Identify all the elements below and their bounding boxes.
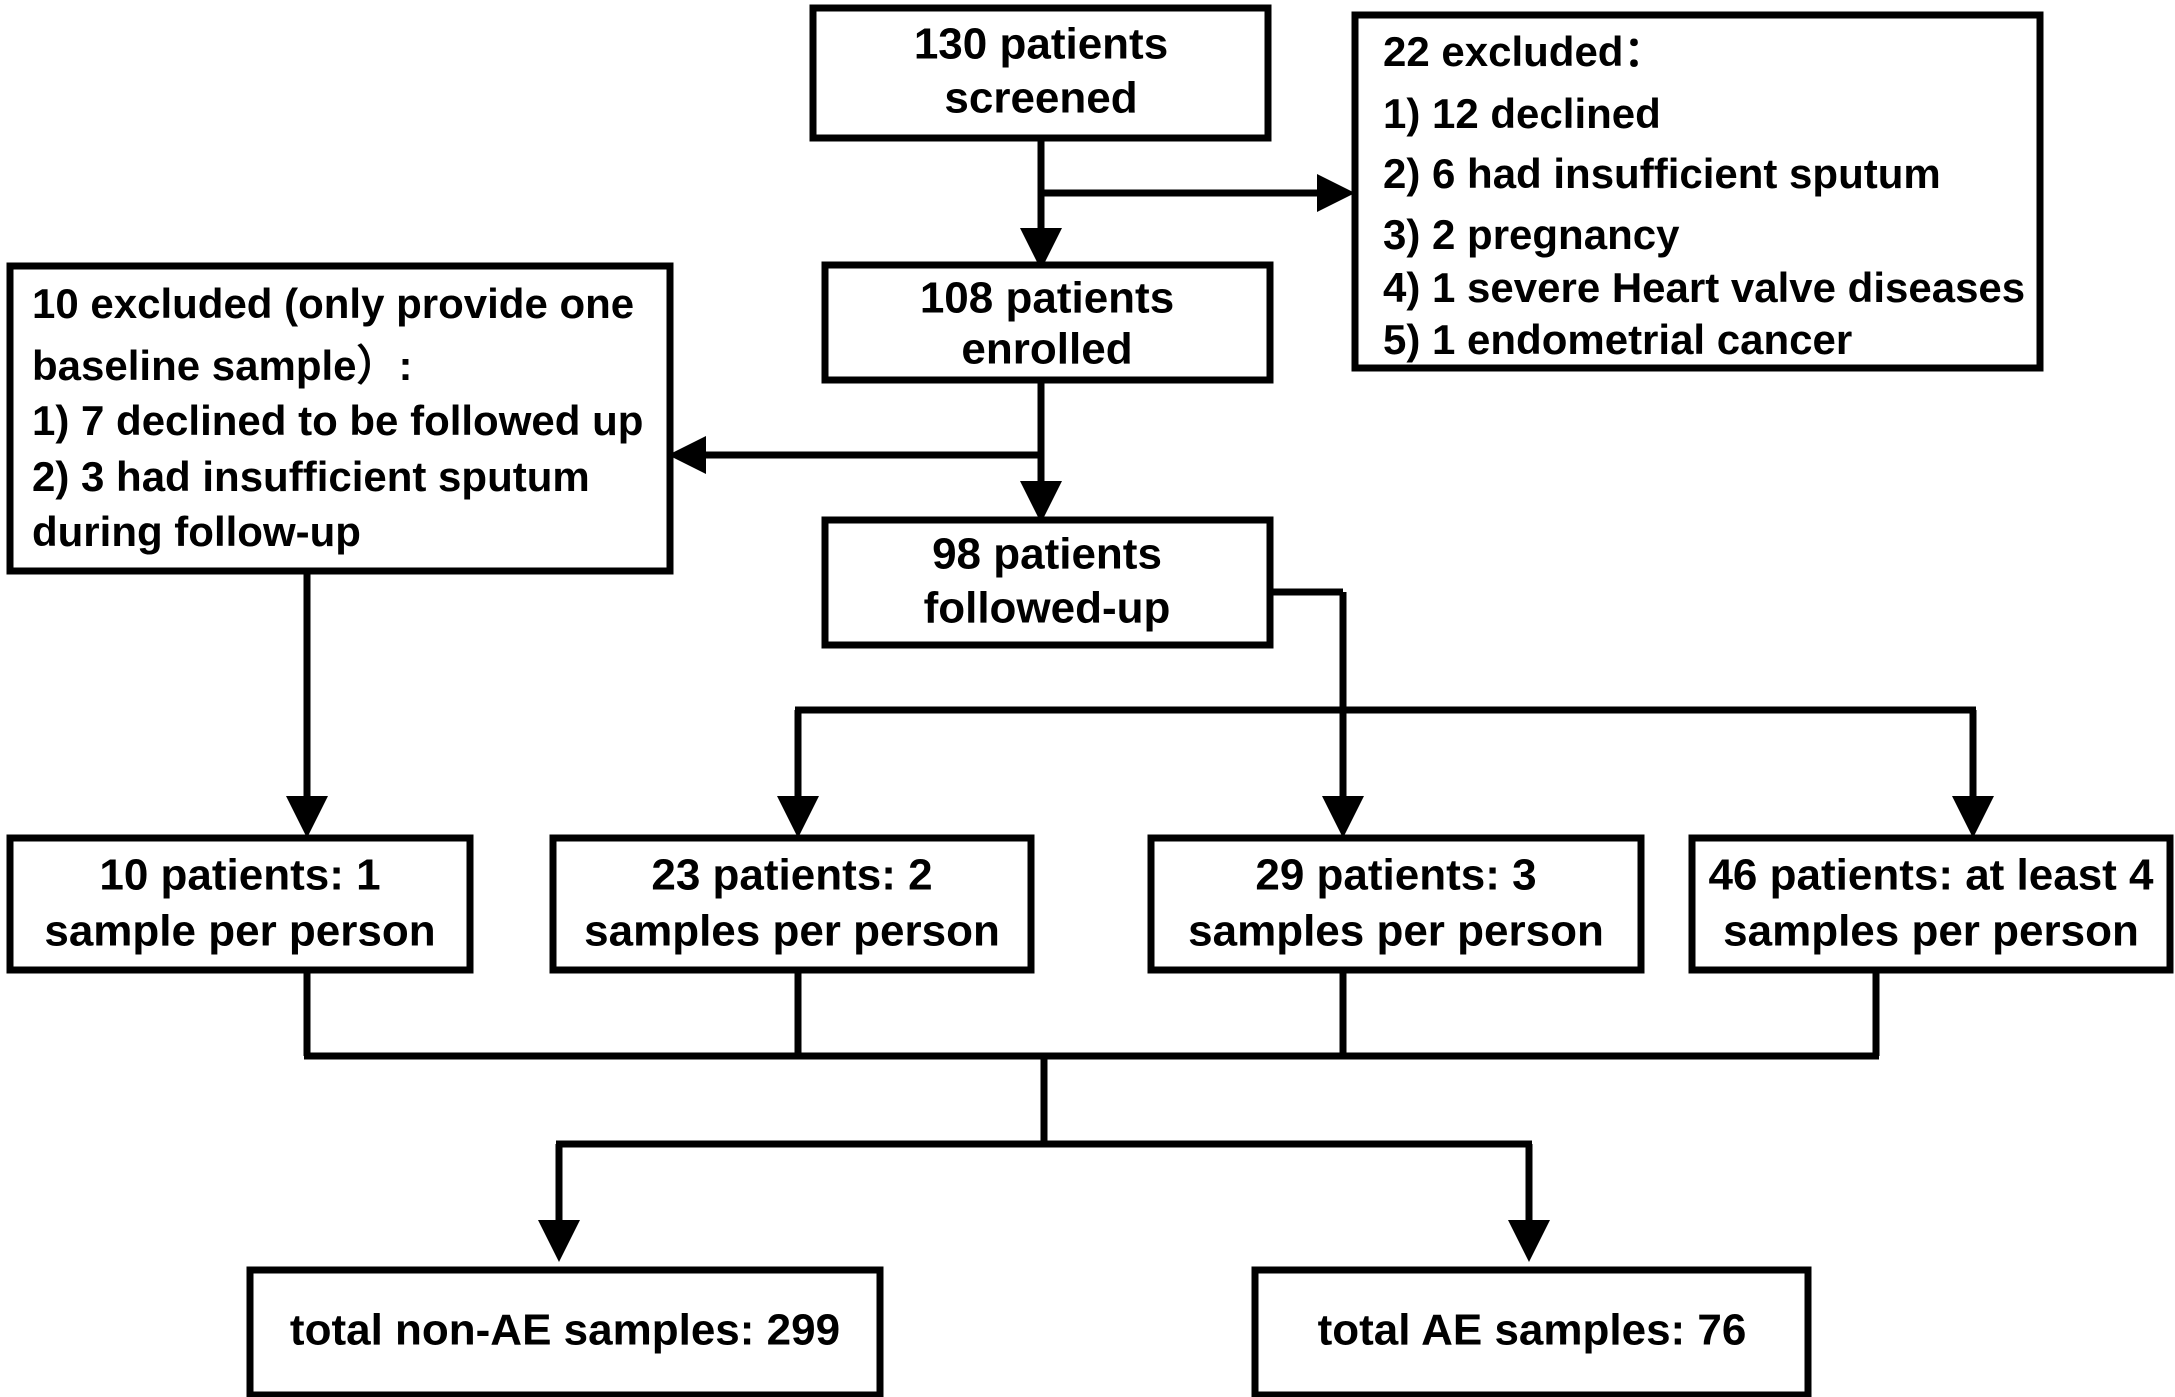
node-group-2[interactable]: 23 patients: 2 samples per person <box>549 834 1035 974</box>
excluded-followup-reason-2: 2) 3 had insufficient sputum <box>32 453 590 500</box>
arrowhead-to-followed-up <box>1020 481 1062 523</box>
node-group-4-box <box>1688 834 2174 974</box>
node-excluded-screening[interactable]: 22 excluded： 1) 12 declined 2) 6 had ins… <box>1351 11 2044 372</box>
node-group-3[interactable]: 29 patients: 3 samples per person <box>1147 834 1645 974</box>
node-enrolled-box <box>821 261 1274 384</box>
node-group-1-box <box>6 834 474 974</box>
node-followed-up-box <box>821 516 1274 649</box>
node-group-2-line-2: samples per person <box>584 907 1000 956</box>
arrowhead-to-enrolled <box>1020 228 1062 270</box>
arrowhead-to-group-3 <box>1322 796 1364 838</box>
arrowhead-to-excluded-followup <box>668 436 706 474</box>
node-group-1-line-2: sample per person <box>44 907 435 956</box>
excluded-followup-reason-3: during follow-up <box>32 508 361 555</box>
node-group-3-line-1: 29 patients: 3 <box>1255 851 1536 900</box>
arrowhead-to-group-1 <box>286 796 328 838</box>
arrowhead-to-total-non-ae <box>538 1220 580 1262</box>
node-enrolled-line-1: 108 patients <box>920 274 1174 323</box>
excluded-screening-reason-1: 1) 12 declined <box>1383 90 1661 137</box>
arrowhead-to-group-2 <box>777 796 819 838</box>
arrowhead-to-total-ae <box>1508 1220 1550 1262</box>
node-total-non-ae[interactable]: total non-AE samples: 299 <box>246 1266 884 1397</box>
node-excluded-followup-box <box>6 262 674 575</box>
node-followed-up-line-1: 98 patients <box>932 530 1162 579</box>
node-group-2-box <box>549 834 1035 974</box>
node-screened[interactable]: 130 patients screened <box>809 4 1272 142</box>
connector-layer <box>286 138 1994 1262</box>
node-enrolled-line-2: enrolled <box>961 325 1132 374</box>
excluded-screening-reason-4: 4) 1 severe Heart valve diseases <box>1383 264 2025 311</box>
node-enrolled[interactable]: 108 patients enrolled <box>821 261 1274 384</box>
node-excluded-followup[interactable]: 10 excluded (only provide one baseline s… <box>6 262 674 575</box>
node-group-4-line-2: samples per person <box>1723 907 2139 956</box>
node-group-4[interactable]: 46 patients: at least 4 samples per pers… <box>1688 834 2174 974</box>
excluded-screening-reason-2: 2) 6 had insufficient sputum <box>1383 150 1941 197</box>
node-screened-box <box>809 4 1272 142</box>
node-group-1-line-1: 10 patients: 1 <box>99 851 380 900</box>
node-total-ae-box <box>1251 1266 1812 1397</box>
node-total-ae-label: total AE samples: 76 <box>1318 1306 1747 1355</box>
node-followed-up-line-2: followed-up <box>924 584 1171 633</box>
node-group-4-line-1: 46 patients: at least 4 <box>1708 851 2154 900</box>
node-followed-up[interactable]: 98 patients followed-up <box>821 516 1274 649</box>
node-excluded-screening-box <box>1351 11 2044 372</box>
excluded-screening-reason-3: 3) 2 pregnancy <box>1383 211 1680 258</box>
node-group-1[interactable]: 10 patients: 1 sample per person <box>6 834 474 974</box>
excluded-followup-header-line-2: baseline sample）: <box>32 342 412 389</box>
node-screened-line-2: screened <box>944 74 1137 123</box>
node-total-non-ae-box <box>246 1266 884 1397</box>
excluded-screening-header: 22 excluded： <box>1383 28 1665 75</box>
node-screened-line-1: 130 patients <box>914 20 1168 69</box>
excluded-followup-reason-1: 1) 7 declined to be followed up <box>32 397 643 444</box>
excluded-screening-reason-5: 5) 1 endometrial cancer <box>1383 316 1852 363</box>
node-group-3-line-2: samples per person <box>1188 907 1604 956</box>
excluded-followup-header-line-1: 10 excluded (only provide one <box>32 280 634 327</box>
arrowhead-to-excluded-screening <box>1317 174 1355 212</box>
node-total-non-ae-label: total non-AE samples: 299 <box>290 1306 840 1355</box>
arrowhead-to-group-4 <box>1952 796 1994 838</box>
node-group-3-box <box>1147 834 1645 974</box>
node-group-2-line-1: 23 patients: 2 <box>651 851 932 900</box>
node-total-ae[interactable]: total AE samples: 76 <box>1251 1266 1812 1397</box>
